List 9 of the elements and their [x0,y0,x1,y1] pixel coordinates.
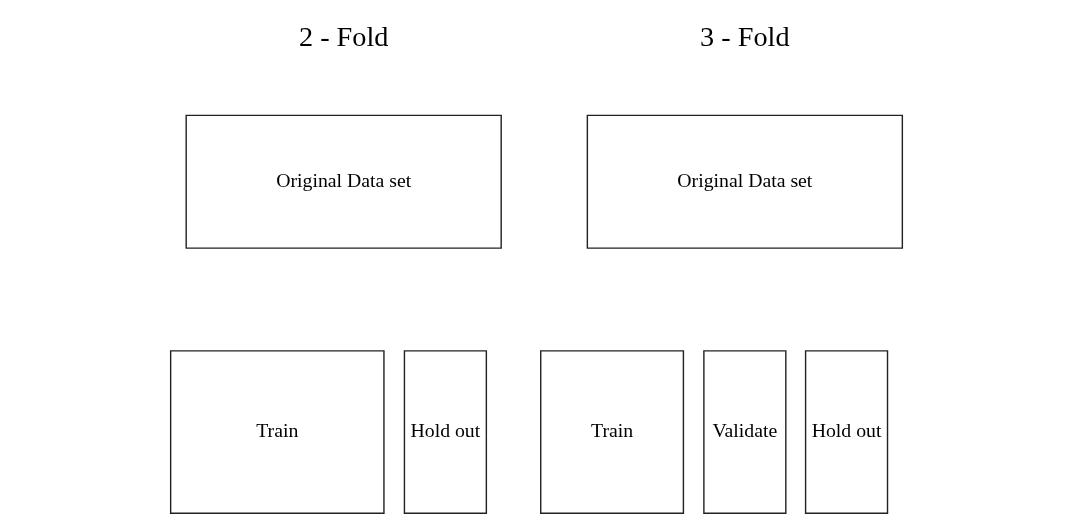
node-box: Hold out [804,350,888,515]
node-box: Hold out [403,350,487,515]
node-box: Original Data set [185,114,502,249]
node-box: Train [539,350,684,515]
node-box: Train [169,350,385,515]
node-box: Validate [702,350,786,515]
label: 3 - Fold [699,21,790,53]
label: 2 - Fold [298,21,388,53]
node-box: Original Data set [586,114,903,249]
